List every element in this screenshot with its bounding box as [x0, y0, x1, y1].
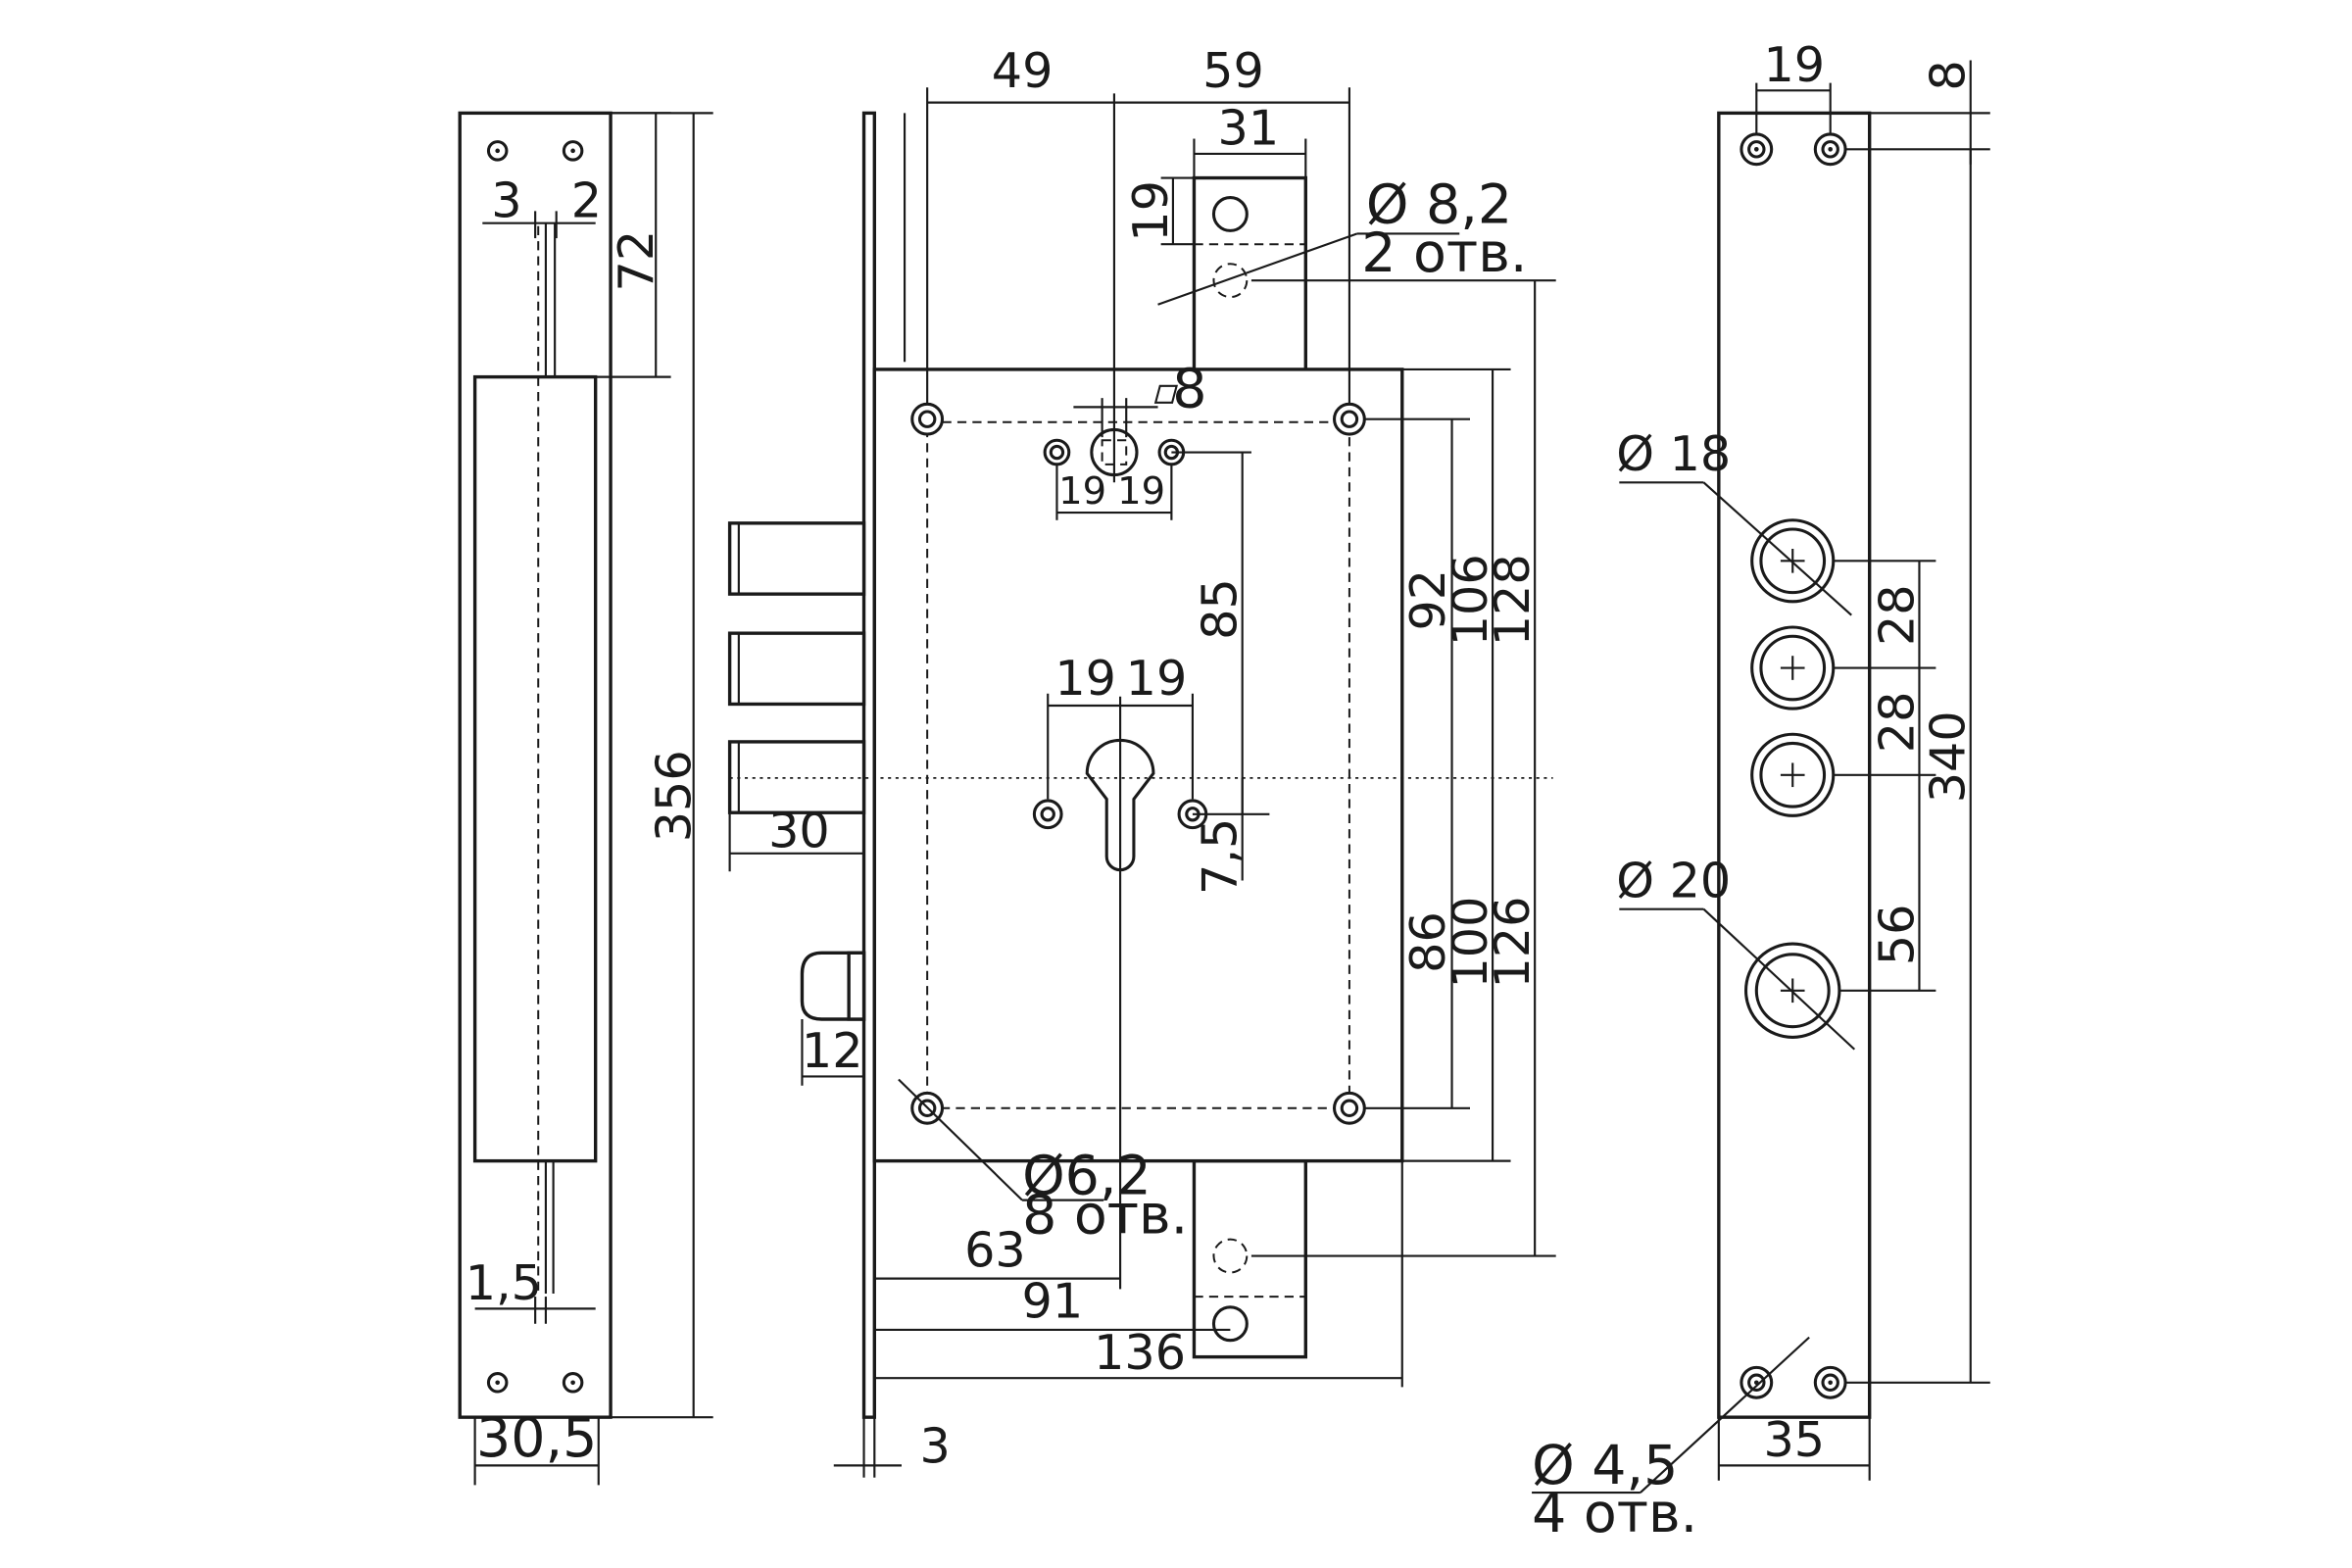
dim-label: 19 [1058, 469, 1106, 514]
tab-hole-hidden [1212, 263, 1249, 299]
faceplate-view: 19 8 340 28 28 56 Ø 18 Ø 20 Ø 4,5 4 отв. [1532, 36, 1990, 1545]
dim-label: 86 [1399, 911, 1456, 973]
dim-label: 85 [1192, 578, 1249, 640]
dim-label: 49 [992, 42, 1054, 99]
dim-label: 19 [1126, 650, 1188, 707]
lock-body-view: 49 59 31 19 Ø 8,2 2 отв. 8 19 19 [727, 42, 1556, 1478]
dim-label: 35 [1763, 1411, 1825, 1468]
dim-label: 30 [768, 803, 830, 859]
dim-label: 31 [1218, 100, 1280, 157]
dim-label: 106 [1442, 554, 1498, 646]
faceplate-outline [1717, 111, 1872, 1419]
screw-hole [1740, 1365, 1774, 1399]
dim-label: 2 [571, 172, 602, 229]
callout-label: 8 отв. [1022, 1184, 1188, 1247]
dim-label: 126 [1484, 897, 1541, 989]
screw-hole [1813, 132, 1847, 167]
strike-plate-outline [458, 111, 612, 1419]
dim-label: 28 [1868, 692, 1925, 754]
dim-label: 63 [964, 1221, 1026, 1278]
bolt [727, 631, 866, 707]
dim-label: 136 [1094, 1324, 1186, 1381]
dim-label: 28 [1868, 584, 1925, 646]
screw-hole [486, 140, 509, 162]
dim-label: 3 [491, 172, 521, 229]
dim-label: 100 [1442, 897, 1498, 989]
dim-label: 19 [1763, 36, 1825, 93]
dim-label: 3 [919, 1417, 950, 1474]
mounting-hole [1043, 438, 1071, 466]
dim-label: 8 [1920, 60, 1977, 90]
mounting-hole [910, 402, 945, 436]
callout-label: Ø 4,5 [1532, 1435, 1678, 1497]
dim-label: 7,5 [1192, 818, 1249, 895]
tab-hole [1211, 196, 1249, 232]
screw-hole [1813, 1365, 1847, 1399]
screw-hole [562, 1372, 584, 1394]
callout-label: Ø 8,2 [1366, 174, 1512, 237]
dim-label: 56 [1868, 905, 1925, 966]
dim-label: 12 [802, 1022, 863, 1079]
strike-plate-box [472, 374, 598, 1163]
callout-label: Ø 18 [1616, 425, 1731, 482]
callout-label: 2 отв. [1361, 222, 1527, 285]
dim-label: 59 [1202, 42, 1264, 99]
dim-label: 91 [1022, 1273, 1084, 1330]
mounting-hole [1333, 1091, 1366, 1125]
callout-label: 4 отв. [1532, 1483, 1697, 1545]
dim-label: 30,5 [476, 1407, 597, 1470]
dim-label: 340 [1920, 710, 1977, 803]
mounting-hole [1333, 402, 1366, 436]
dim-label: 1,5 [466, 1254, 542, 1311]
dim-label: 8 [1172, 358, 1206, 420]
bolt [727, 740, 866, 814]
top-mounting-tab [1192, 175, 1307, 376]
dim-label: 19 [1122, 180, 1179, 242]
bottom-mounting-tab [1192, 1158, 1307, 1359]
inner-outline [926, 420, 1350, 1109]
mounting-hole [1032, 799, 1063, 830]
bolt [727, 521, 866, 596]
dim-label: 128 [1484, 554, 1541, 646]
screw-hole [562, 140, 584, 162]
tab-hole-hidden [1212, 1238, 1249, 1274]
screw-hole [1740, 132, 1774, 167]
dim-label: 19 [1054, 650, 1116, 707]
callout-label: Ø6,2 [1022, 1145, 1152, 1207]
strike-plate-view: 3 2 72 356 1,5 30,5 [458, 111, 713, 1486]
dim-label: 72 [608, 230, 664, 292]
tab-hole [1211, 1305, 1249, 1343]
callout-label: Ø 20 [1616, 852, 1731, 908]
screw-hole [486, 1372, 509, 1394]
dim-label: 356 [646, 750, 703, 842]
dim-label: 92 [1399, 569, 1456, 631]
dim-label: 19 [1117, 469, 1165, 514]
